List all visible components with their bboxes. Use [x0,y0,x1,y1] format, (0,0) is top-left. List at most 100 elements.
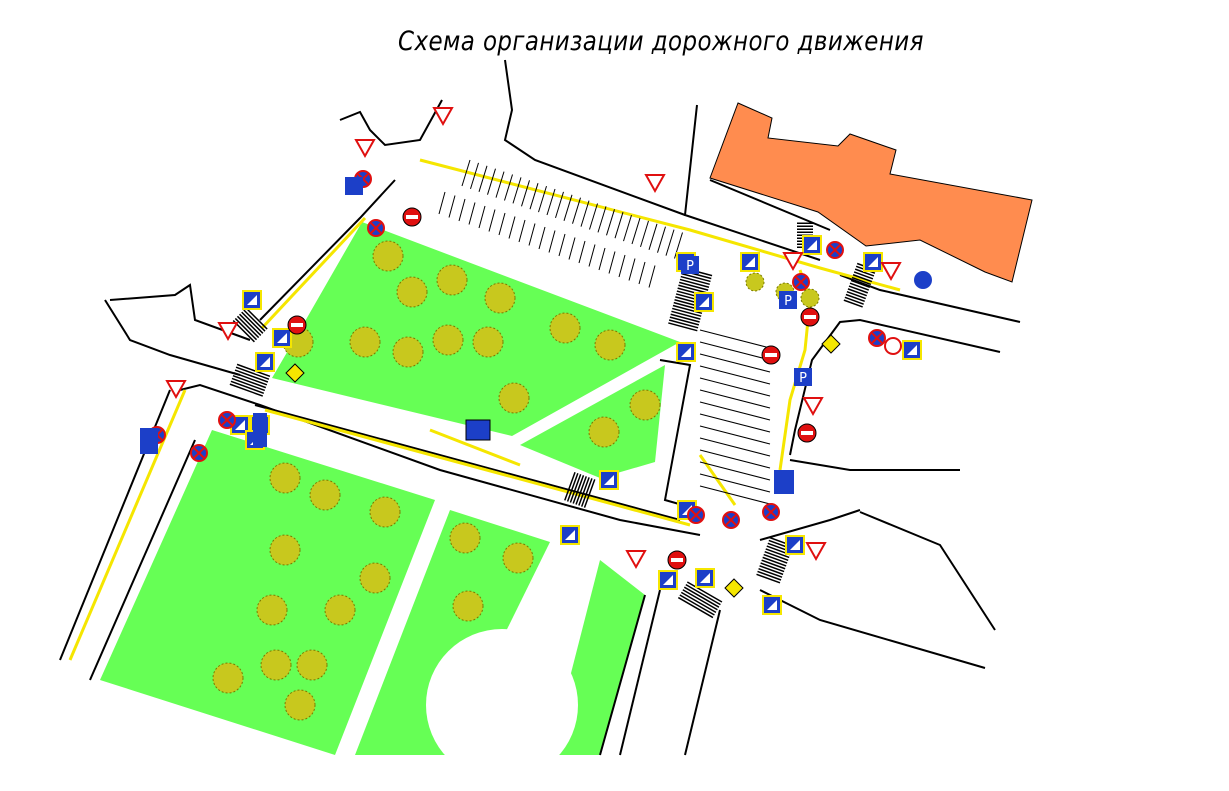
parking-stall-line [699,401,771,421]
crosswalk-stripe [670,313,700,323]
crosswalk-stripe [241,311,264,334]
pedestrian-crosswalk [232,307,268,343]
crosswalk-stripe [232,320,255,343]
crosswalk-stripe [761,559,786,570]
give-way-sign [354,139,376,159]
crosswalk-stripe [797,228,813,230]
crosswalk-stripe [851,276,872,286]
crosswalk-stripe [797,231,813,233]
parking-stall-line [699,329,771,349]
pedestrian-crosswalk [843,262,877,308]
parking-stall-line [648,265,656,288]
road-edge [179,383,701,536]
parking-stall-line [640,220,649,248]
parking-stall-line [438,191,446,215]
yellow-road-marking [260,216,367,330]
pedestrian-crossing-sign-glyph [663,575,673,585]
give-way-sign [644,174,666,194]
no-entry-bar [671,558,683,562]
give-way-sign [782,252,804,272]
parking-stall-line [538,185,547,213]
crosswalk-stripe [681,272,711,283]
crosswalk-stripe [672,307,702,317]
parking-stall-line [657,226,666,253]
pedestrian-crossing-sign-glyph [700,573,710,583]
crosswalk-stripe [852,274,873,283]
crosswalk-stripe [234,317,258,341]
parking-stall-line [521,180,530,207]
no-parking-sign [914,271,932,289]
give-way-sign [217,322,239,342]
tree [452,590,484,622]
crosswalk-stripe [756,573,781,584]
tree [260,649,292,681]
parking-stall-line [614,212,624,239]
road-edge [789,459,960,471]
parking-stall-line [470,162,479,190]
crosswalk-stripe [765,548,790,559]
lane-direction-sign [140,428,158,454]
crosswalk-stripe [843,299,863,308]
no-stopping-sign-cross [829,244,841,256]
road-edge [599,594,646,756]
crosswalk-stripe [239,313,262,336]
crosswalk-stripe [231,377,266,392]
crosswalk-stripe [846,290,866,300]
lawn-area [100,430,435,755]
parking-stall-line [699,377,771,397]
parking-stall-line [578,240,586,264]
give-way-sign [165,380,187,400]
give-way-sign [802,397,824,417]
parking-stall-line [699,341,771,361]
parking-stall-line [699,473,771,493]
parking-stall-line [528,223,536,246]
one-way-sign [774,470,794,494]
parking-stall-line [538,226,546,250]
crosswalk-stripe [668,322,698,332]
parking-stall-line [498,212,506,236]
give-way-sign [880,262,902,282]
parking-stall-line [495,171,505,198]
tree [349,326,381,358]
tree [284,689,316,721]
crosswalk-stripe [850,279,871,288]
yellow-road-marking [698,454,737,506]
crosswalk-stripe [764,551,789,561]
parking-stall-line [529,183,539,210]
crosswalk-stripe [245,307,268,330]
parking-stall-line [699,413,771,433]
building [709,102,1033,283]
road-edge [89,439,196,681]
road-edge [259,179,396,321]
pedestrian-crossing-sign-glyph [260,357,270,367]
pedestrian-crossing-sign-glyph [790,540,800,550]
tree [269,462,301,494]
parking-stall-line [448,195,456,218]
no-stopping-sign-cross [871,332,883,344]
parking-stall-line [512,177,522,204]
no-stopping-sign-cross [690,509,702,521]
parking-stall-line [597,206,607,233]
crosswalk-stripe [230,380,265,394]
tree [588,416,620,448]
lane-direction-sign [253,413,267,447]
parking-stall-line [608,251,616,274]
pedestrian-crossing-sign-glyph [604,475,614,485]
parking-stall-line [589,203,598,230]
crosswalk-stripe [853,271,874,280]
parking-stall-line [699,449,771,469]
tree [212,662,244,694]
pedestrian-crossing-sign-glyph [681,347,691,357]
road-edge [709,179,831,231]
scheme-title: Схема организации дорожного движения [398,26,924,57]
road-edge [339,99,443,147]
parking-stall-line [580,200,590,227]
priority-road-sign [285,363,305,383]
parking-stall-line [638,261,646,285]
crosswalk-stripe [797,222,813,224]
crosswalk-stripe [233,372,268,386]
pedestrian-crossing-sign-glyph [277,333,287,343]
tree [309,479,341,511]
crosswalk-stripe [234,369,269,383]
yellow-road-marking [419,158,901,292]
